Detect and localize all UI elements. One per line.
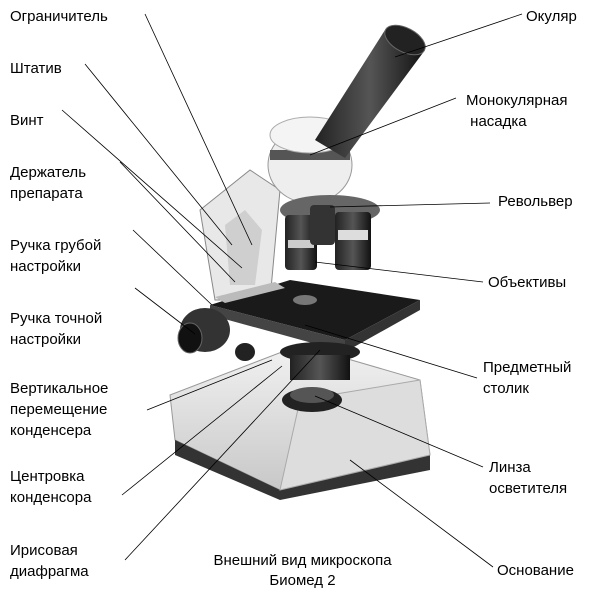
label-eyepiece: Окуляр bbox=[526, 8, 577, 25]
stand bbox=[199, 169, 281, 301]
stage-table bbox=[210, 280, 420, 352]
eyepiece bbox=[315, 24, 426, 158]
revolver-objectives bbox=[280, 195, 380, 270]
label-revolver: Револьвер bbox=[498, 193, 573, 210]
focus-knobs bbox=[177, 308, 255, 361]
leader-lines bbox=[61, 13, 523, 568]
label-base: Основание bbox=[497, 562, 574, 579]
condenser bbox=[280, 342, 360, 412]
label-screw: Винт bbox=[10, 112, 44, 129]
label-stand: Штатив bbox=[10, 60, 62, 77]
label-objectives: Объективы bbox=[488, 274, 567, 291]
label-limiter: Ограничитель bbox=[10, 8, 108, 25]
label-monocular-head: Монокулярная насадка bbox=[466, 92, 568, 130]
